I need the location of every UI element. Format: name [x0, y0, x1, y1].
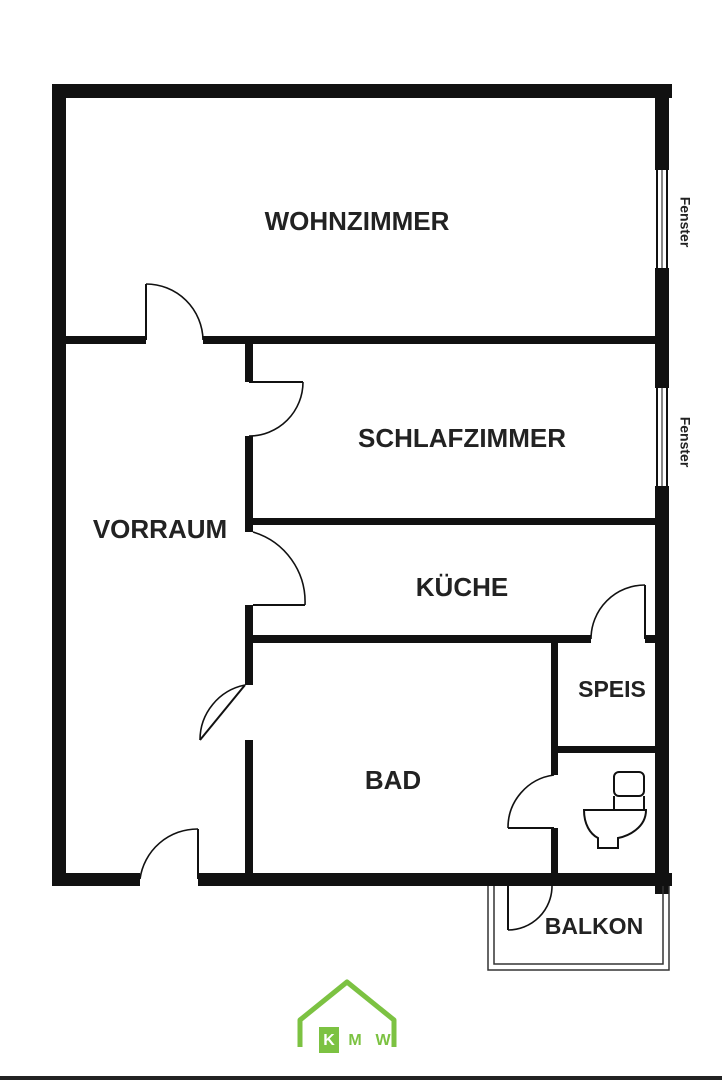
bottom-border	[0, 1076, 722, 1080]
door-balkon	[507, 885, 553, 931]
window-wohnzimmer	[655, 170, 669, 268]
logo-letter-m: M	[348, 1032, 361, 1049]
kmw-logo: K M W	[297, 979, 397, 1053]
door-wc	[507, 774, 555, 829]
door-kueche	[252, 531, 306, 606]
interior-walls	[52, 336, 669, 886]
door-bad	[199, 684, 246, 741]
outer-walls	[52, 84, 672, 894]
logo-k-box	[319, 1027, 339, 1053]
door-schlafzimmer	[248, 381, 304, 437]
door-entrance	[139, 828, 199, 880]
balcony-railing	[487, 886, 670, 971]
room-label-balkon: BALKON	[545, 913, 643, 939]
window-label-schlafzimmer: Fenster	[677, 417, 693, 468]
room-label-kueche: KÜCHE	[416, 572, 508, 602]
toilet-icon	[582, 771, 648, 849]
door-wohnzimmer	[145, 283, 204, 341]
logo-letter-w: W	[375, 1032, 391, 1049]
window-schlafzimmer	[655, 388, 669, 486]
room-label-wohnzimmer: WOHNZIMMER	[265, 206, 450, 236]
window-label-wohnzimmer: Fenster	[677, 197, 693, 248]
door-speis	[590, 584, 646, 640]
room-label-speis: SPEIS	[578, 676, 646, 702]
room-label-vorraum: VORRAUM	[93, 514, 227, 544]
house-outline-icon	[297, 979, 397, 1047]
room-label-bad: BAD	[365, 765, 421, 795]
logo-letter-k: K	[323, 1032, 335, 1049]
room-label-schlafzimmer: SCHLAFZIMMER	[358, 423, 566, 453]
